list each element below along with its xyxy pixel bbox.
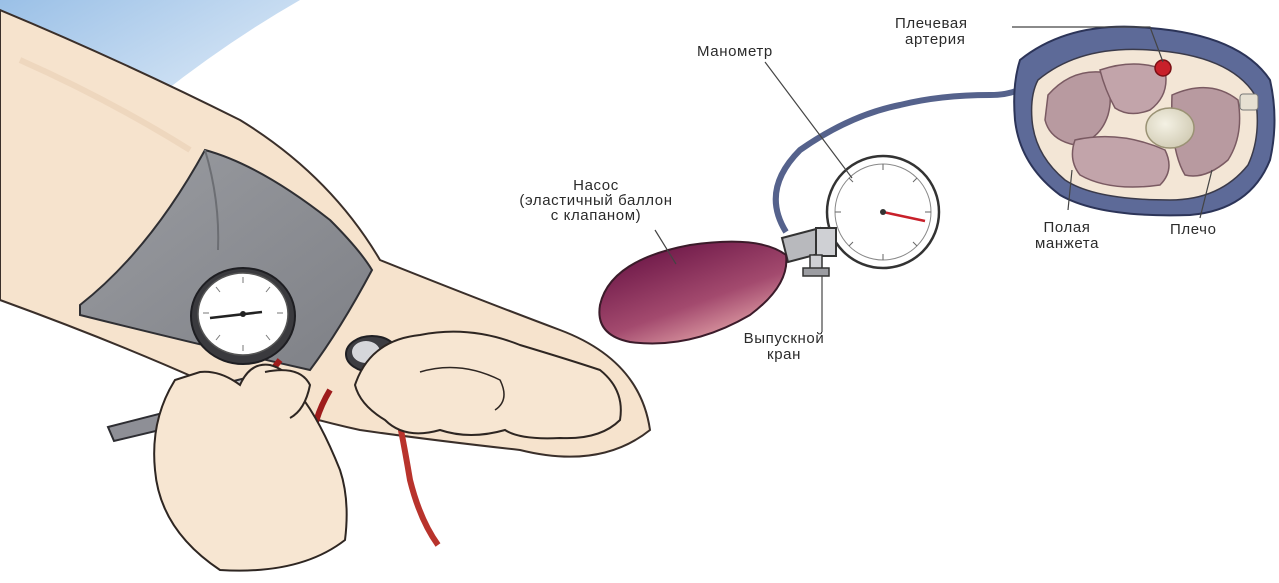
label-shoulder: Плечо (1170, 222, 1217, 238)
label-brachial-artery-line1: Плечевая (895, 16, 968, 32)
release-valve-icon (782, 228, 836, 276)
manometer-gauge-icon (827, 156, 939, 268)
label-hollow-cuff-line1: Полая (1012, 220, 1122, 236)
sphygmomanometer-gauge-icon (191, 268, 295, 364)
label-hollow-cuff-line2: манжета (1012, 236, 1122, 252)
label-release-valve-line1: Выпускной (722, 331, 846, 347)
label-release-valve-line2: кран (722, 347, 846, 363)
label-manometer: Манометр (697, 44, 773, 60)
arm-cross-section-icon (1014, 27, 1274, 216)
label-pump-line3: с клапаном) (494, 208, 698, 224)
bulb-pump-icon (599, 242, 786, 344)
label-brachial-artery-line2: артерия (905, 32, 965, 48)
